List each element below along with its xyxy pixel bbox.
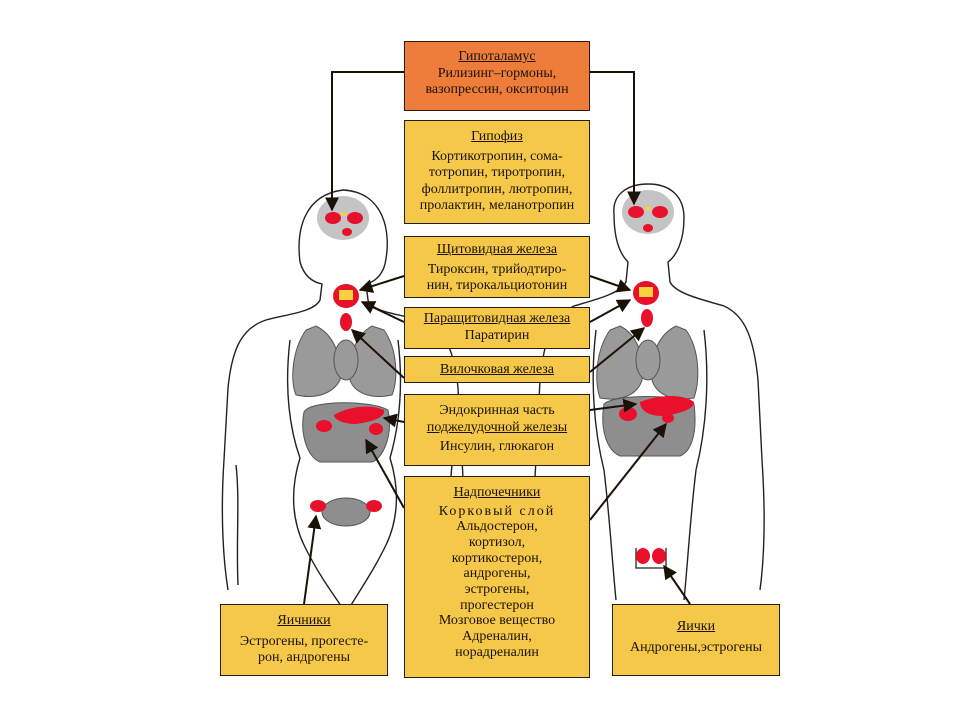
arrow-thymus-female xyxy=(350,329,405,379)
male-torso-outline xyxy=(592,329,708,601)
adrenals-medulla-line: норадреналин xyxy=(455,644,539,660)
thymus-title: Вилочковая железа xyxy=(440,362,554,377)
adrenals-cortex-heading: Корковый слой xyxy=(438,503,556,519)
arrow-thyroid-male xyxy=(589,275,632,293)
male-head-glands xyxy=(622,190,674,234)
arrow-hypothalamus-male xyxy=(590,71,641,206)
arrow-thymus-male xyxy=(589,327,646,373)
pituitary-line: пролактин, меланотропин xyxy=(419,198,575,214)
pancreas-title-line1: Эндокринная часть xyxy=(439,403,555,418)
arrow-testes xyxy=(663,564,691,605)
adrenals-cortex-line: эстрогены, xyxy=(464,582,530,598)
arrow-parathyroid-female xyxy=(360,301,405,323)
female-lungs xyxy=(292,325,397,397)
arrow-adrenals-male xyxy=(589,422,667,521)
adrenals-medulla-heading: Мозговое вещество xyxy=(438,613,556,629)
ovaries-line: рон, андрогены xyxy=(258,650,350,666)
female-head-outline xyxy=(221,189,465,591)
arrow-thyroid-female xyxy=(358,275,405,293)
adrenals-cortex-line: кортикостерон, xyxy=(451,550,543,566)
thyroid-line: Тироксин, трийодтиро- xyxy=(427,261,567,277)
pancreas-title-line2: поджелудочной железы xyxy=(426,419,568,435)
testes-box: Яички Андрогены,эстрогены xyxy=(612,604,780,676)
arrow-hypothalamus-female xyxy=(325,71,404,212)
adrenals-cortex-line: андрогены, xyxy=(463,566,531,582)
arrows xyxy=(303,71,691,605)
arrow-pancreas-female xyxy=(382,413,405,428)
ovaries-line: Эстрогены, прогесте- xyxy=(239,633,369,649)
pancreas-box: Эндокринная часть поджелудочной железы И… xyxy=(404,394,590,466)
pancreas-line: Инсулин, глюкагон xyxy=(439,439,555,455)
adrenals-cortex-line: кортизол, xyxy=(468,535,526,551)
arrow-adrenals-female xyxy=(365,438,405,509)
parathyroid-box: Паращитовидная железа Паратирин xyxy=(404,307,590,349)
parathyroid-title: Паращитовидная железа xyxy=(423,311,571,326)
male-lungs xyxy=(596,325,699,400)
female-pancreas xyxy=(316,406,385,435)
adrenals-box: Надпочечники Корковый слой Альдостерон, … xyxy=(404,476,590,678)
arrow-parathyroid-male xyxy=(589,299,632,323)
ovaries-box: Яичники Эстрогены, прогесте- рон, андрог… xyxy=(220,604,388,676)
adrenals-cortex-line: Альдостерон, xyxy=(456,519,538,535)
hypothalamus-box: Гипоталамус Рилизинг–гормоны, вазопресси… xyxy=(404,41,590,111)
male-thyroid xyxy=(633,281,659,305)
female-thyroid xyxy=(333,284,359,308)
thyroid-box: Щитовидная железа Тироксин, трийодтиро- … xyxy=(404,236,590,298)
pituitary-line: тотропин, тиротропин, xyxy=(428,165,566,181)
female-head-glands xyxy=(317,196,369,240)
adrenals-medulla-line: Адреналин, xyxy=(462,629,532,645)
hypothalamus-line: вазопрессин, окситоцин xyxy=(425,82,569,98)
arrow-ovaries xyxy=(303,514,322,605)
pituitary-title: Гипофиз xyxy=(471,129,523,144)
parathyroid-line: Паратирин xyxy=(464,327,530,343)
pituitary-box: Гипофиз Кортикотропин, сома- тотропин, т… xyxy=(404,120,590,224)
ovaries-title: Яичники xyxy=(277,613,331,628)
male-testes xyxy=(635,548,667,569)
hypothalamus-line: Рилизинг–гормоны, xyxy=(437,65,557,81)
adrenals-title: Надпочечники xyxy=(453,485,541,500)
thymus-box: Вилочковая железа xyxy=(404,356,590,383)
testes-title: Яички xyxy=(676,619,716,634)
hypothalamus-title: Гипоталамус xyxy=(458,49,536,64)
thyroid-line: нин, тирокальциотонин xyxy=(426,278,568,294)
testes-line: Андрогены,эстрогены xyxy=(629,639,763,655)
male-thymus xyxy=(641,309,653,327)
arrow-pancreas-male xyxy=(589,398,638,413)
adrenals-cortex-line: прогестерон xyxy=(460,597,534,613)
pituitary-line: фоллитропин, лютропин, xyxy=(421,181,573,197)
thyroid-title: Щитовидная железа xyxy=(436,242,558,257)
pituitary-line: Кортикотропин, сома- xyxy=(431,148,563,164)
female-thymus xyxy=(340,313,352,331)
female-ovaries xyxy=(310,500,382,512)
